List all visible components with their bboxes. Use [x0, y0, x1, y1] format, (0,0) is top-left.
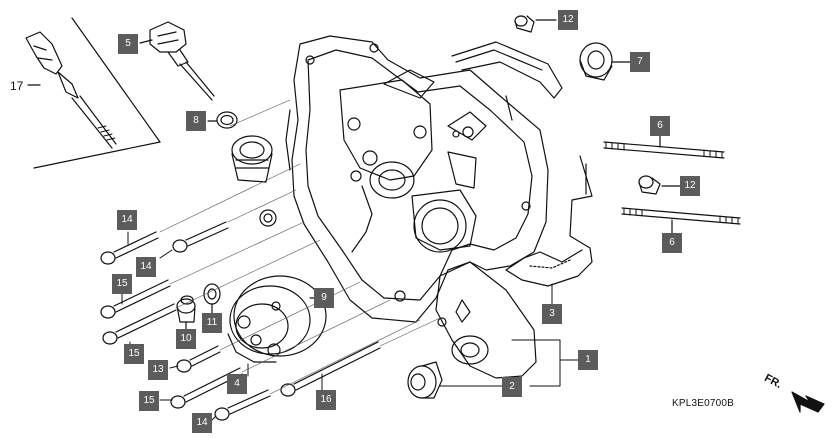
- part-17-panel: [25, 17, 161, 169]
- callout-6-bottom: 6: [662, 233, 682, 253]
- front-direction-arrow: [791, 391, 825, 413]
- part-11-washer: [203, 283, 221, 315]
- part-10-plug: [176, 295, 196, 331]
- part-12-collar-mid: [638, 175, 681, 195]
- part-9-cover: [227, 275, 327, 363]
- bolt-15-middle: [102, 303, 177, 351]
- crankcase-cover: [259, 35, 549, 323]
- alignment-lines: [159, 99, 441, 395]
- bearing-housing: [435, 261, 537, 379]
- callout-15-lower: 15: [139, 391, 159, 411]
- part-12-collar-top: [514, 15, 557, 33]
- callout-14-middle: 14: [136, 257, 156, 277]
- part-3-gasket: [285, 41, 593, 287]
- part-7-oil-seal: [579, 42, 631, 81]
- callout-17: 17: [10, 79, 24, 93]
- bolt-13: [169, 345, 221, 373]
- callout-12-middle: 12: [680, 176, 700, 196]
- callout-12-top: 12: [558, 10, 578, 30]
- bolt-14-middle: [159, 221, 229, 259]
- callout-15-middle: 15: [124, 344, 144, 364]
- callout-14-upper: 14: [117, 210, 137, 230]
- bolt-15-upper: [100, 279, 171, 319]
- filler-neck: [231, 135, 273, 183]
- part-5-dipstick: [149, 21, 215, 101]
- callout-10: 10: [176, 329, 196, 349]
- callout-2: 2: [502, 377, 522, 397]
- callout-15-upper: 15: [112, 274, 132, 294]
- diagram-code: KPL3E0700B: [672, 398, 735, 409]
- bolt-14-lower: [211, 389, 271, 421]
- bolt-14-upper: [100, 231, 159, 265]
- callout-14-lower: 14: [192, 413, 212, 433]
- callout-8: 8: [186, 111, 206, 131]
- part-6-stud-bottom: [621, 207, 741, 235]
- part-8-o-ring: [216, 111, 238, 129]
- callout-5: 5: [118, 34, 138, 54]
- callout-1: 1: [578, 350, 598, 370]
- part-6-stud-top: [603, 132, 725, 159]
- callout-7: 7: [630, 52, 650, 72]
- callout-11: 11: [202, 313, 222, 333]
- callout-13: 13: [148, 360, 168, 380]
- bolt-16: [280, 341, 381, 397]
- callout-16: 16: [316, 390, 336, 410]
- callout-6-top: 6: [650, 116, 670, 136]
- part-2-bearing: [407, 361, 443, 399]
- callout-3: 3: [542, 304, 562, 324]
- callout-9: 9: [314, 288, 334, 308]
- callout-4: 4: [227, 374, 247, 394]
